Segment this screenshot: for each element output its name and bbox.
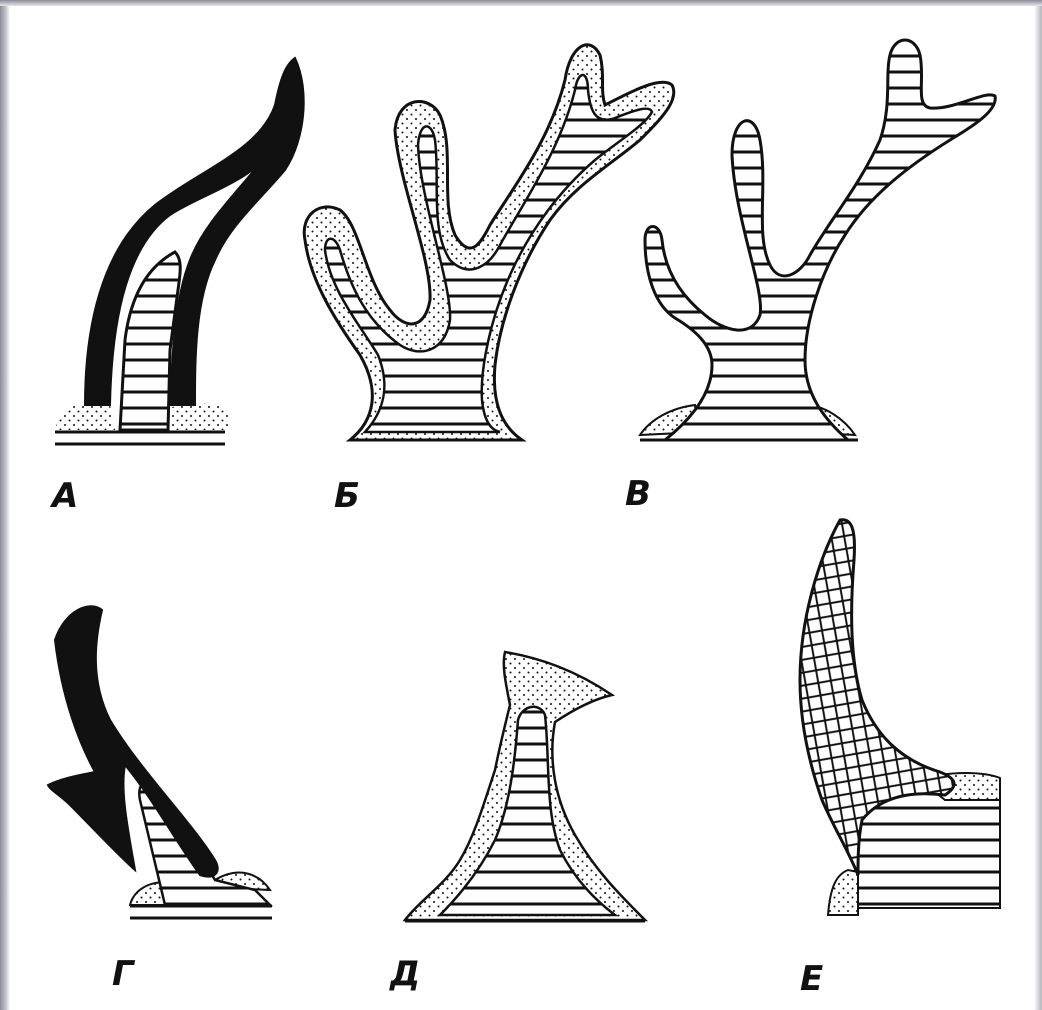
panel-b-dotted-sheath bbox=[304, 45, 674, 440]
panel-a-figure bbox=[55, 58, 304, 444]
panel-label-a: А bbox=[49, 476, 78, 516]
panel-a-substrate-dots bbox=[55, 402, 115, 430]
panel-label-d: Д bbox=[389, 954, 420, 994]
panel-a-substrate-dots-right bbox=[165, 403, 230, 430]
panel-e-dotted-base bbox=[828, 870, 858, 915]
panel-g-black-sheath bbox=[48, 606, 218, 876]
panel-e-figure bbox=[800, 520, 1000, 915]
panel-label-v: В bbox=[625, 474, 651, 514]
panel-d-figure bbox=[405, 652, 645, 921]
panel-a-black-sheath bbox=[85, 58, 304, 405]
panel-label-b: Б bbox=[334, 476, 360, 516]
panel-g-figure bbox=[48, 606, 272, 918]
panel-label-g: Г bbox=[112, 954, 136, 994]
panel-v-hatched-colony bbox=[645, 40, 995, 440]
panel-b-figure bbox=[304, 45, 674, 440]
panel-v-figure bbox=[640, 40, 995, 440]
panel-label-e: Е bbox=[800, 959, 823, 999]
